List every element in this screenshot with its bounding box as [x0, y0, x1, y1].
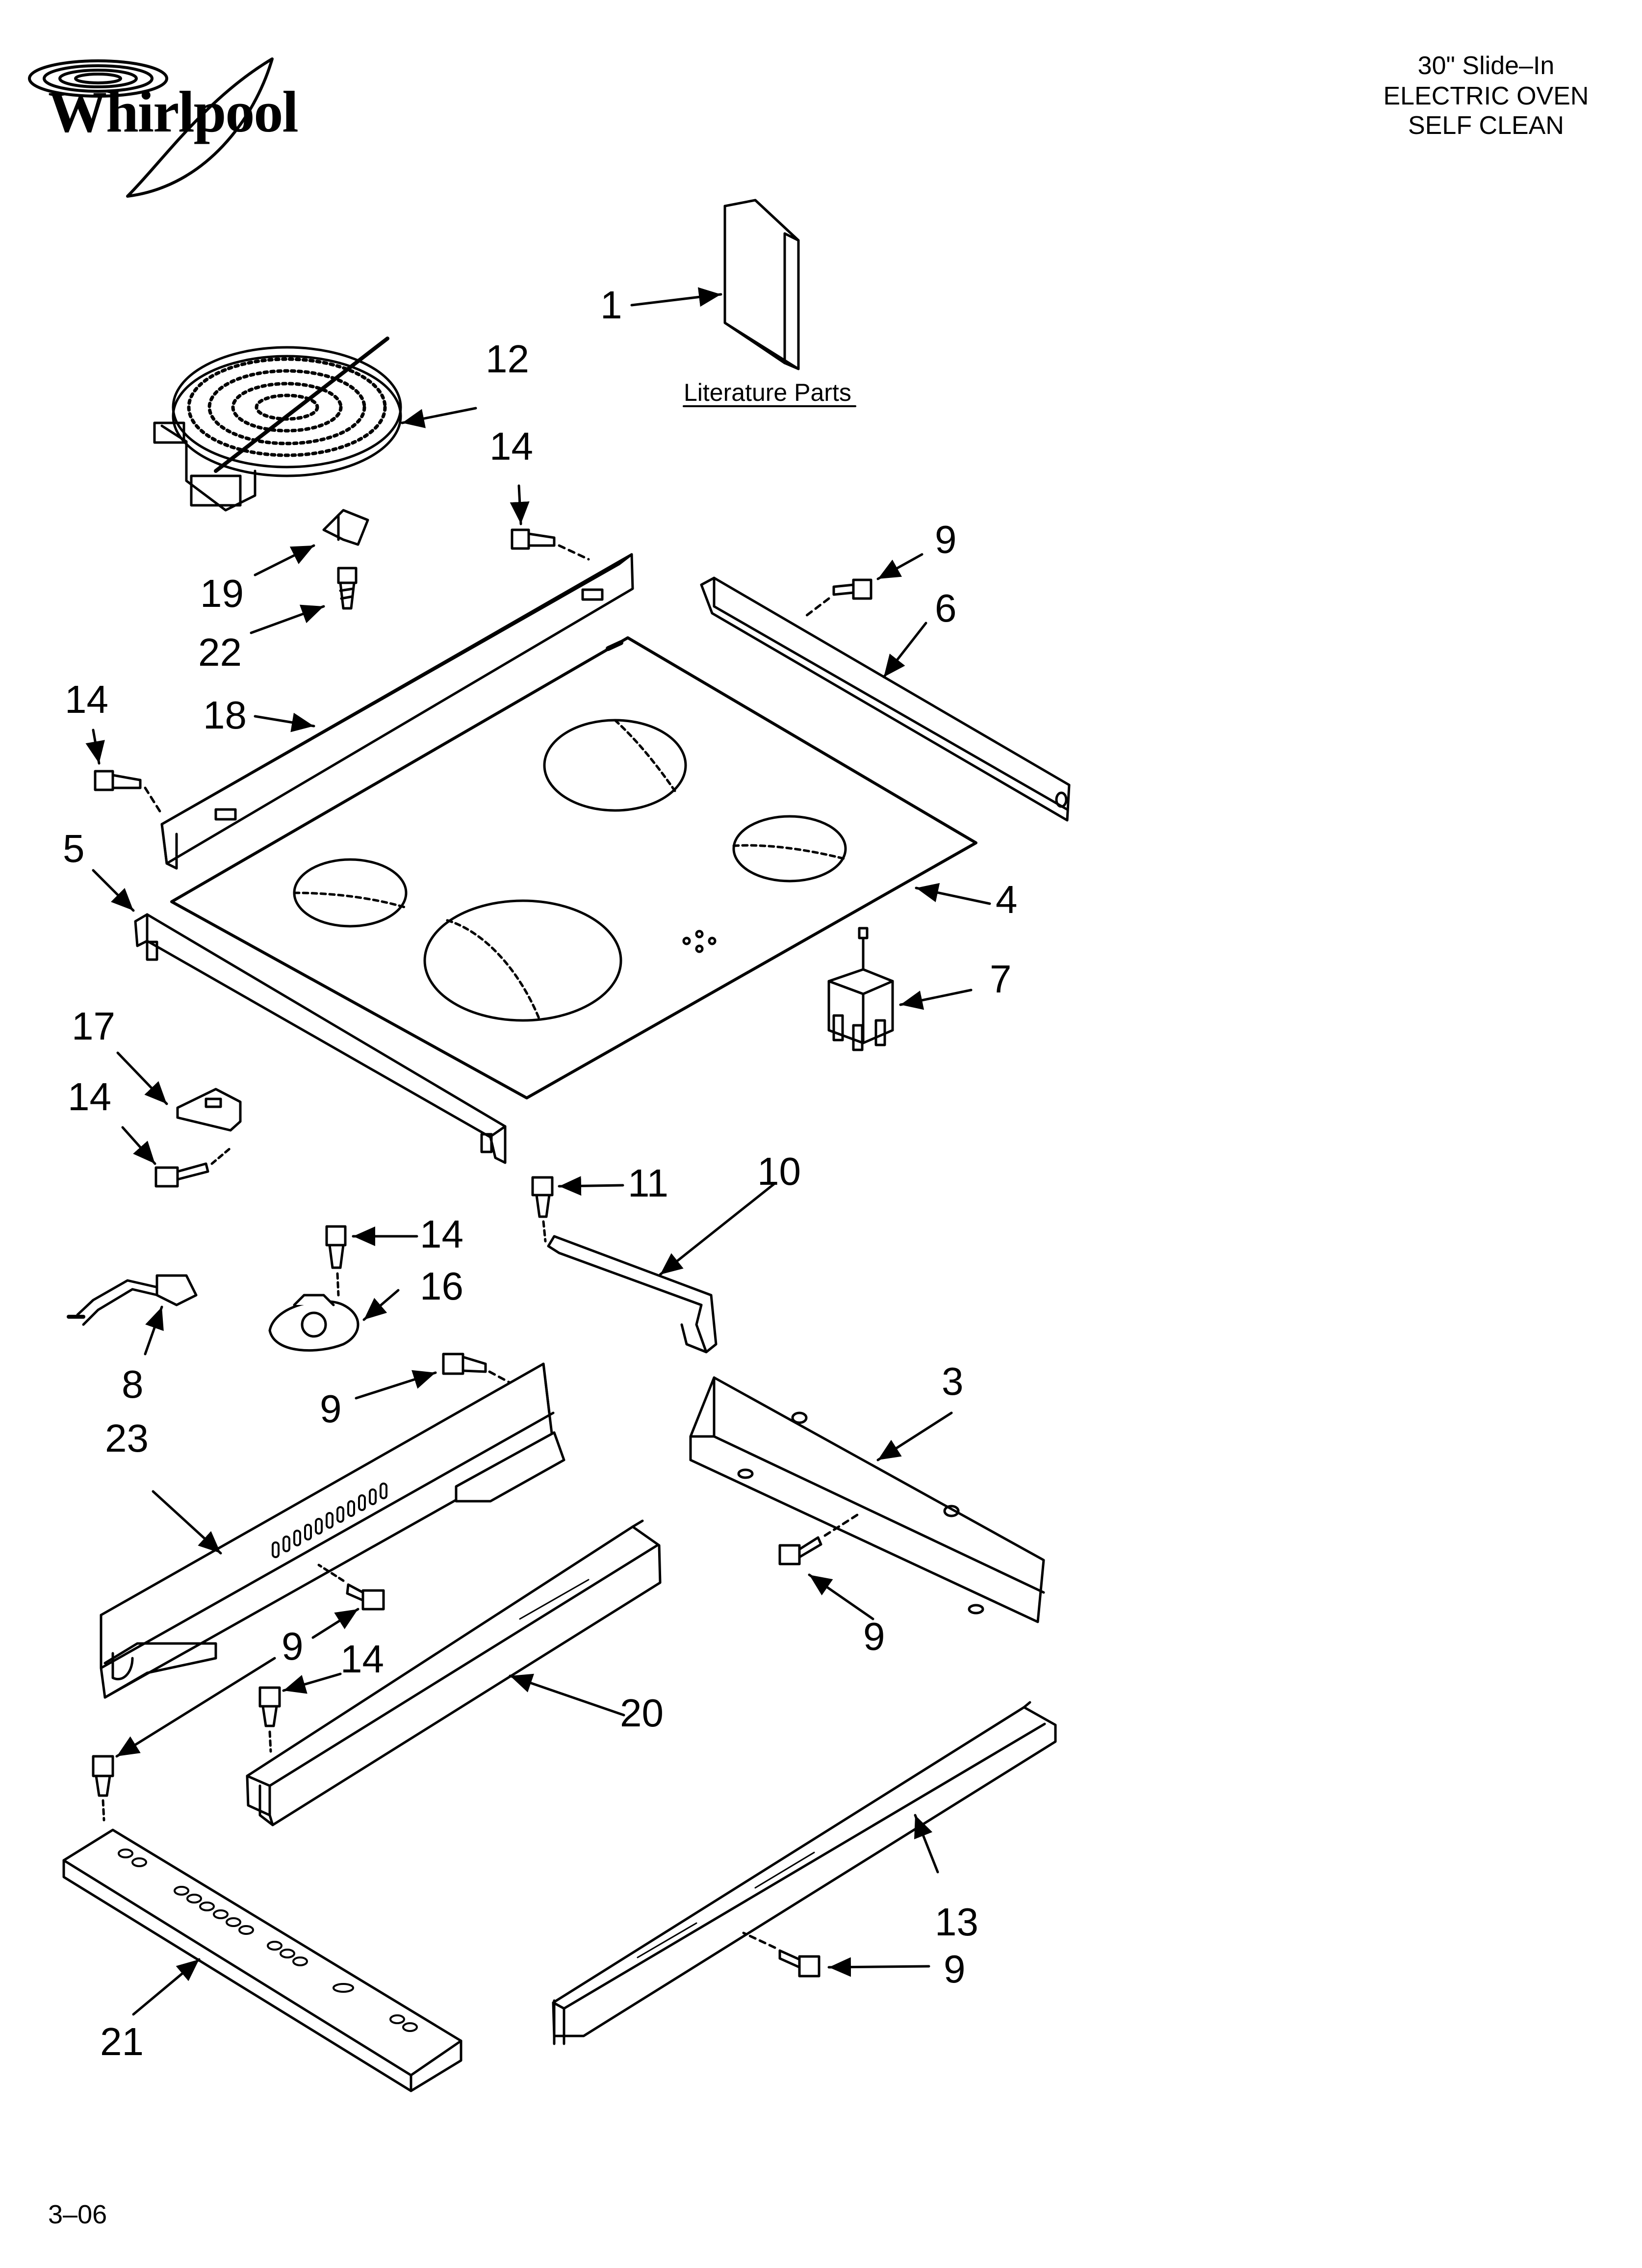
callout-8: 8 [122, 1362, 144, 1406]
leader-14a [510, 484, 530, 525]
callout-9: 9 [282, 1624, 304, 1668]
bottom-trim-13 [552, 1701, 1057, 2045]
screw-9-top [803, 578, 872, 619]
literature-parts-label: Literature Parts [684, 379, 851, 406]
support-bracket-10 [547, 1235, 718, 1354]
screw-14-left [94, 770, 163, 816]
header-product-line: ELECTRIC OVEN [1383, 82, 1589, 110]
element-clip [322, 509, 369, 546]
limiter-16 [268, 1294, 359, 1352]
callout-1: 1 [600, 283, 622, 327]
whirlpool-logo-swirl [28, 57, 274, 198]
callout-9: 9 [935, 518, 957, 561]
leader-5 [92, 869, 135, 912]
rear-trim-18 [160, 553, 634, 870]
screw-11 [531, 1176, 554, 1243]
callout-9: 9 [944, 1947, 966, 1991]
leader-8 [144, 1305, 164, 1356]
leader-18 [254, 712, 315, 732]
leader-9e [808, 1573, 874, 1620]
header-feature-line: SELF CLEAN [1408, 111, 1564, 140]
callout-16: 16 [420, 1264, 463, 1308]
leader-9c [311, 1608, 359, 1639]
callout-9: 9 [320, 1387, 342, 1431]
leader-22 [250, 604, 325, 634]
leader-21 [132, 1958, 201, 2016]
control-bracket-23 [100, 1362, 565, 1699]
leader-14b [85, 729, 105, 765]
wire-harness-8 [67, 1274, 198, 1326]
screw-9-mid [317, 1564, 385, 1611]
literature-parts-book [723, 199, 800, 370]
screw-22 [337, 567, 358, 610]
header-model-line: 30" Slide–In [1417, 52, 1555, 80]
leader-9a [876, 553, 924, 580]
leader-14c [121, 1126, 156, 1165]
leader-14e [282, 1672, 342, 1694]
page-number: 3–06 [48, 2200, 107, 2229]
leader-9f [827, 1957, 930, 1977]
whirlpool-logo: Whirlpool [48, 79, 299, 144]
callout-17: 17 [72, 1004, 115, 1048]
glass-cooktop [170, 636, 977, 1099]
support-rail-3 [689, 1376, 1045, 1623]
leader-6 [882, 622, 927, 678]
leader-3 [876, 1411, 953, 1461]
callout-5: 5 [63, 827, 85, 870]
callout-12: 12 [486, 337, 529, 381]
callout-4: 4 [996, 878, 1018, 921]
screw-9-lower [92, 1755, 114, 1822]
screw-9-rail [778, 1512, 862, 1565]
callout-10: 10 [757, 1149, 801, 1193]
leader-4 [915, 883, 991, 905]
leader-11 [558, 1176, 624, 1196]
callout-3: 3 [942, 1359, 964, 1403]
leader-20 [509, 1673, 625, 1717]
callout-18: 18 [203, 693, 247, 737]
leader-19 [254, 544, 315, 576]
leader-9b [355, 1370, 437, 1400]
screw-14-top [511, 528, 590, 561]
infinite-switch-7 [827, 927, 894, 1051]
leader-13 [914, 1814, 939, 1874]
front-trim-5 [134, 913, 507, 1164]
screw-14-bracket [154, 1147, 232, 1188]
leader-9d [115, 1657, 276, 1758]
callout-20: 20 [620, 1691, 664, 1735]
callout-13: 13 [935, 1900, 978, 1944]
callout-19: 19 [200, 572, 244, 615]
callout-14: 14 [65, 678, 108, 721]
callout-14: 14 [489, 424, 533, 468]
callout-22: 22 [198, 630, 242, 674]
callout-14: 14 [420, 1212, 463, 1256]
lower-bracket-20 [246, 1519, 662, 1826]
leader-23 [152, 1490, 222, 1555]
leader-17 [116, 1051, 168, 1105]
callout-9: 9 [863, 1615, 885, 1658]
callout-6: 6 [935, 586, 957, 630]
callout-7: 7 [990, 957, 1012, 1001]
screw-9-bottom [742, 1931, 821, 1978]
bracket-17 [176, 1088, 242, 1132]
leader-16 [362, 1289, 400, 1321]
rear-rail-6 [700, 576, 1071, 822]
screw-14-lower [258, 1686, 281, 1753]
callout-23: 23 [105, 1416, 149, 1460]
callout-14: 14 [340, 1637, 384, 1681]
leader-1 [630, 287, 722, 307]
callout-11: 11 [628, 1161, 669, 1205]
leader-10 [659, 1182, 776, 1276]
screw-14-thermostat [325, 1225, 347, 1297]
callout-21: 21 [100, 2020, 144, 2063]
leader-7 [899, 989, 973, 1010]
control-panel-21 [62, 1828, 462, 2092]
leader-12 [401, 407, 477, 428]
callout-14: 14 [68, 1075, 111, 1119]
radiant-surface-element [153, 337, 402, 512]
